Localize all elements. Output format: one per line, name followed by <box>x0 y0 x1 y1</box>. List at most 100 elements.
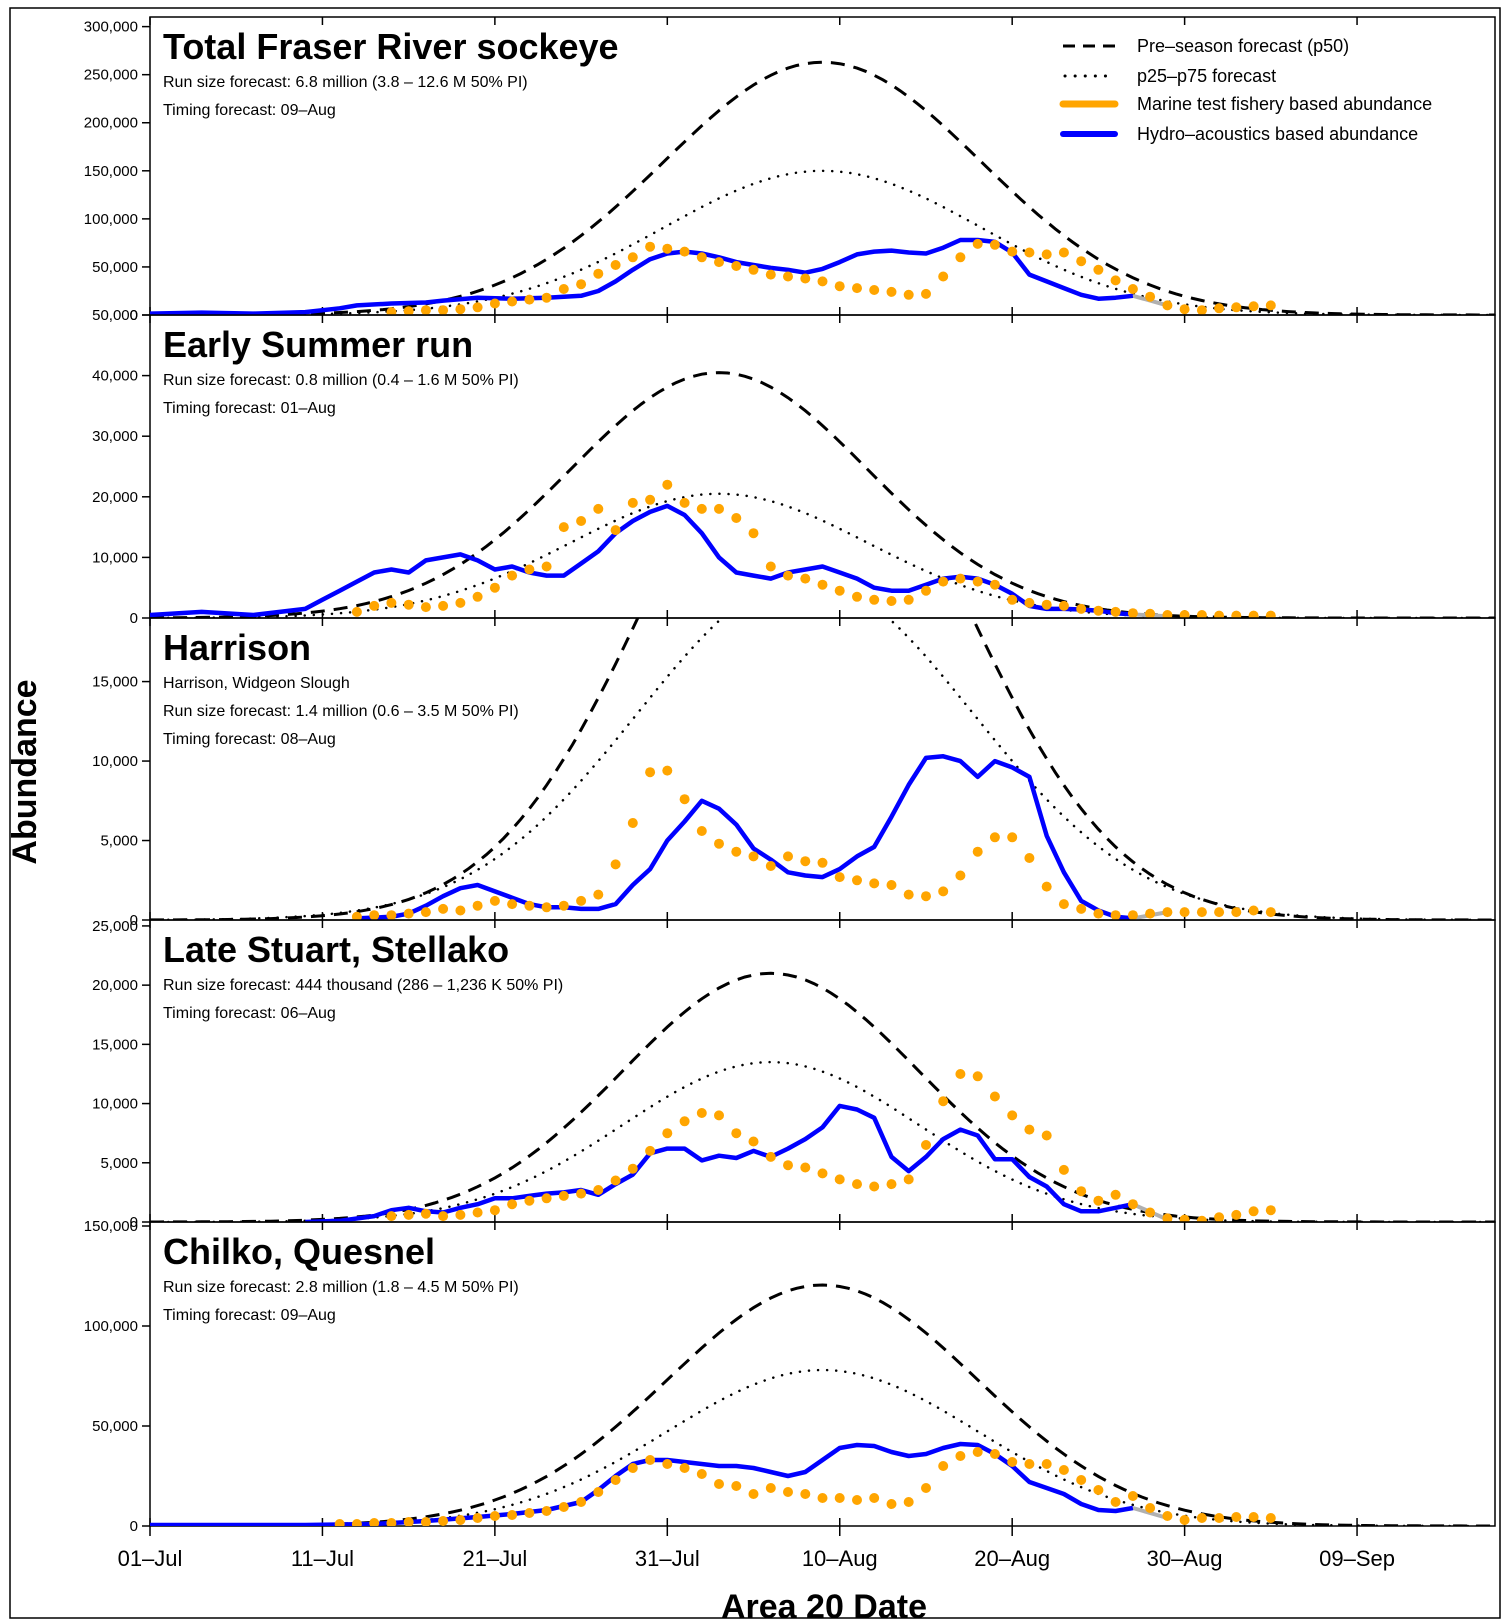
test-fishery-point <box>989 239 1000 250</box>
test-fishery-point <box>921 288 931 299</box>
test-fishery-point <box>558 1190 569 1201</box>
panel-title: Early Summer run <box>163 324 473 365</box>
test-fishery-point <box>403 1209 414 1220</box>
y-tick-label: 15,000 <box>92 1036 138 1053</box>
test-fishery-point <box>1179 907 1190 918</box>
test-fishery-point <box>576 279 587 290</box>
test-fishery-point <box>834 585 845 596</box>
test-fishery-point <box>610 1175 621 1186</box>
test-fishery-point <box>972 1071 983 1082</box>
panel-subtitle: Run size forecast: 2.8 million (1.8 – 4.… <box>163 1279 519 1296</box>
test-fishery-point <box>627 1163 638 1174</box>
test-fishery-point <box>1127 608 1138 618</box>
test-fishery-point <box>455 1515 466 1525</box>
test-fishery-point <box>696 1108 707 1118</box>
test-fishery-point <box>817 857 828 868</box>
test-fishery-point <box>334 1519 345 1526</box>
test-fishery-point <box>1076 1475 1087 1485</box>
test-fishery-point <box>472 1513 483 1523</box>
test-fishery-point <box>679 1463 690 1473</box>
y-tick-label: 30,000 <box>92 428 138 445</box>
y-axis-title: Abundance <box>6 679 44 864</box>
test-fishery-point <box>593 1185 604 1195</box>
test-fishery-point <box>869 285 880 295</box>
test-fishery-point <box>576 895 587 906</box>
test-fishery-point <box>748 1489 759 1499</box>
test-fishery-point <box>1127 910 1138 920</box>
test-fishery-point <box>645 494 656 505</box>
y-tick-label: 25,000 <box>92 918 138 935</box>
test-fishery-point <box>989 579 1000 590</box>
test-fishery-point <box>731 1128 742 1139</box>
p25-p75-forecast-line <box>150 169 1495 315</box>
test-fishery-point <box>696 826 707 836</box>
panel-title: Late Stuart, Stellako <box>163 929 509 970</box>
test-fishery-point <box>1076 1186 1087 1197</box>
test-fishery-point <box>817 276 828 287</box>
test-fishery-point <box>1196 1215 1207 1222</box>
test-fishery-point <box>438 1211 449 1222</box>
test-fishery-point <box>852 875 862 886</box>
test-fishery-point <box>1076 903 1087 914</box>
plot-area <box>150 971 1495 1222</box>
test-fishery-point <box>1127 284 1138 294</box>
test-fishery-point <box>696 1469 707 1479</box>
test-fishery-point <box>955 870 966 881</box>
y-tick-label: 100,000 <box>84 1318 138 1335</box>
y-tick-label: 20,000 <box>92 489 138 506</box>
legend-label: Marine test fishery based abundance <box>1137 94 1432 114</box>
test-fishery-point <box>731 1481 742 1491</box>
test-fishery-point <box>558 900 569 911</box>
test-fishery-point <box>507 296 518 307</box>
test-fishery-point <box>610 859 621 870</box>
test-fishery-point <box>679 1116 690 1127</box>
test-fishery-point <box>662 765 673 776</box>
test-fishery-point <box>541 1193 552 1204</box>
test-fishery-point <box>903 594 914 605</box>
test-fishery-point <box>1231 610 1242 618</box>
test-fishery-point <box>783 1160 793 1171</box>
plot-area <box>150 1283 1495 1526</box>
test-fishery-point <box>438 305 449 315</box>
y-tick-label: 40,000 <box>92 368 138 385</box>
test-fishery-point <box>369 910 380 920</box>
test-fishery-point <box>1265 300 1276 311</box>
test-fishery-point <box>765 269 776 280</box>
hydro-acoustics-line <box>150 503 1134 618</box>
test-fishery-point <box>1162 610 1173 618</box>
hydro-acoustics-line <box>305 1103 1134 1222</box>
test-fishery-point <box>351 606 362 617</box>
test-fishery-point <box>507 570 518 581</box>
panel-frame <box>149 1221 1496 1527</box>
x-tick-label: 31–Jul <box>635 1546 700 1571</box>
test-fishery-point <box>627 818 638 828</box>
test-fishery-point <box>1248 905 1259 916</box>
test-fishery-point <box>438 903 449 914</box>
test-fishery-point <box>1110 910 1121 920</box>
test-fishery-point <box>1127 1491 1138 1501</box>
test-fishery-point <box>1110 1497 1121 1507</box>
test-fishery-point <box>852 591 862 602</box>
test-fishery-point <box>645 1455 656 1465</box>
test-fishery-point <box>1231 907 1242 918</box>
test-fishery-point <box>1179 610 1190 618</box>
test-fishery-point <box>593 1487 604 1497</box>
gap-segment <box>1132 1506 1168 1520</box>
x-tick-label: 21–Jul <box>462 1546 527 1571</box>
test-fishery-point <box>645 767 656 778</box>
test-fishery-point <box>386 910 397 920</box>
test-fishery-point <box>679 497 690 508</box>
panel-subtitle: Run size forecast: 444 thousand (286 – 1… <box>163 977 563 994</box>
test-fishery-point <box>1214 610 1225 618</box>
test-fishery-point <box>438 1516 449 1526</box>
test-fishery-point <box>800 856 811 867</box>
test-fishery-point <box>1007 832 1018 843</box>
panel-subtitle: Timing forecast: 01–Aug <box>163 400 336 417</box>
test-fishery-point <box>403 1517 414 1526</box>
test-fishery-point <box>610 1475 621 1485</box>
test-fishery-point <box>455 597 466 608</box>
test-fishery-point <box>455 304 466 315</box>
